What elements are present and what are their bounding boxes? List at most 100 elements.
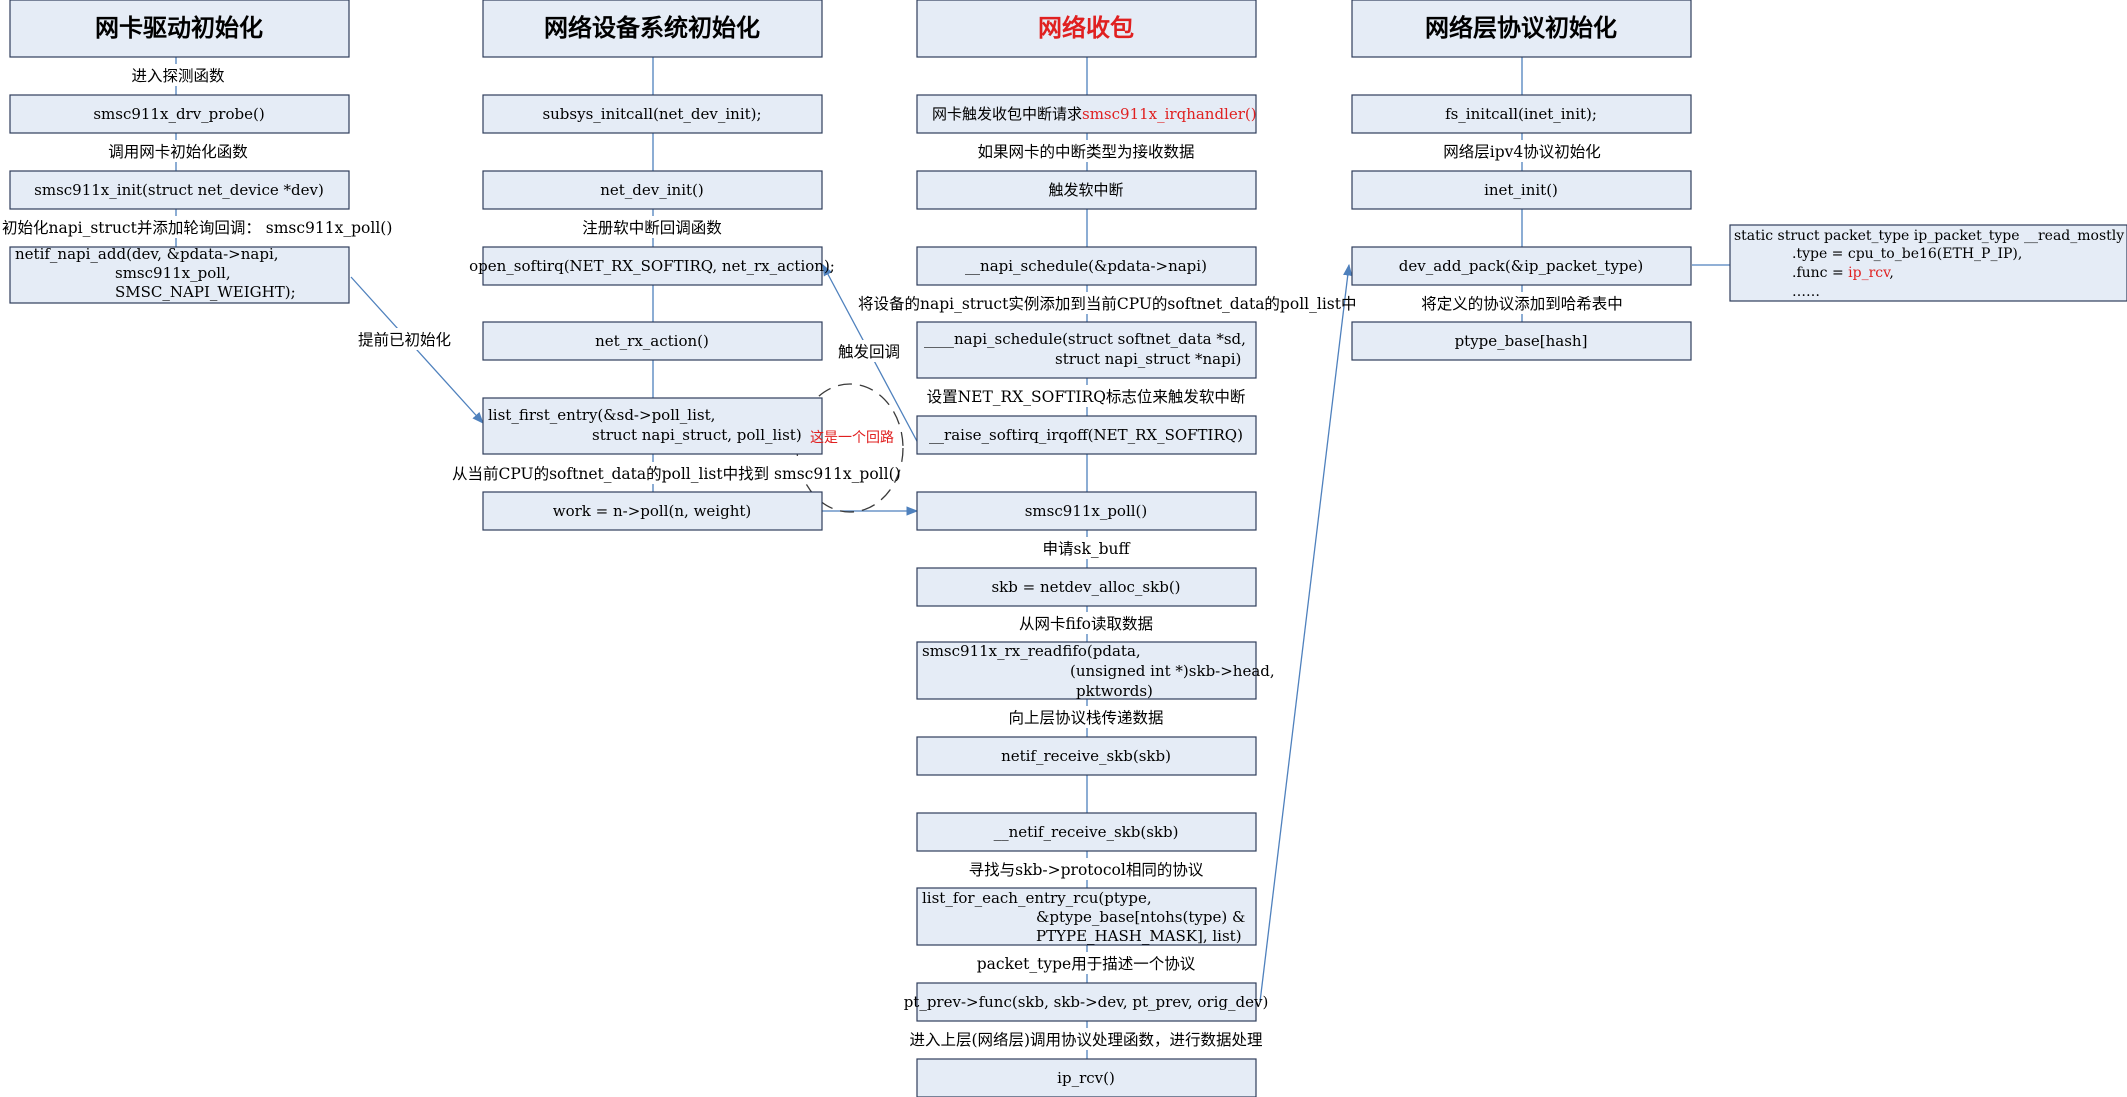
edge-label: 设置NET_RX_SOFTIRQ标志位来触发软中断: [927, 388, 1246, 406]
node-box: [482, 246, 823, 286]
edge-label: 进入上层(网络层)调用协议处理函数，进行数据处理: [909, 1031, 1262, 1049]
edge-label: 申请sk_buff: [1042, 540, 1130, 558]
column-driver-init: 网卡驱动初始化 smsc911x_drv_probe() smsc911x_in…: [2, 0, 392, 304]
node-text: skb = netdev_alloc_skb(): [991, 578, 1180, 596]
note-line: static struct packet_type ip_packet_type…: [1734, 228, 2127, 244]
note-line: .func = ip_rcv,: [1792, 265, 1894, 281]
note-func-prefix: .func =: [1792, 265, 1848, 281]
node-text: ip_rcv(): [1057, 1069, 1115, 1087]
arrow-func-to-dev-add-pack: [1259, 263, 1353, 1003]
node-box: [916, 736, 1257, 776]
node-text: pktwords): [1076, 682, 1153, 700]
node-text: PTYPE_HASH_MASK], list): [1036, 927, 1242, 945]
node-text: pt_prev->func(skb, skb->dev, pt_prev, or…: [904, 993, 1269, 1011]
column-title-box: [916, 0, 1257, 58]
node-box: [916, 887, 1257, 946]
node-text: 网卡触发收包中断请求smsc911x_irqhandler(): [932, 105, 1257, 123]
node-text: __raise_softirq_irqoff(NET_RX_SOFTIRQ): [929, 426, 1243, 444]
note-func-value: ip_rcv: [1848, 265, 1891, 281]
node-text: smsc911x_rx_readfifo(pdata,: [922, 642, 1141, 660]
node-text: (unsigned int *)skb->head,: [1070, 662, 1275, 680]
pre-initialized-label: 提前已初始化: [358, 331, 451, 349]
edge-label: 将定义的协议添加到哈希表中: [1421, 295, 1623, 313]
edge-label: 将设备的napi_struct实例添加到当前CPU的softnet_data的p…: [858, 295, 1356, 313]
annotations: 提前已初始化 触发回调 这是一个回路: [356, 328, 902, 446]
node-text: SMSC_NAPI_WEIGHT);: [115, 283, 296, 301]
node-text: 触发软中断: [1048, 181, 1123, 199]
column-title-box: [482, 0, 823, 58]
edge-label: 如果网卡的中断类型为接收数据: [977, 143, 1194, 161]
edge-label: 初始化napi_struct并添加轮询回调： smsc911x_poll(): [2, 219, 392, 237]
column-title: 网络层协议初始化: [1425, 13, 1617, 42]
node-box: [9, 170, 350, 210]
edge-label: 网络层ipv4协议初始化: [1443, 143, 1601, 161]
node-text: smsc911x_poll,: [115, 264, 231, 282]
node-box: [916, 246, 1257, 286]
node-text: dev_add_pack(&ip_packet_type): [1399, 257, 1644, 275]
node-text: list_first_entry(&sd->poll_list,: [488, 406, 715, 424]
edge-label: 向上层协议栈传递数据: [1008, 709, 1163, 727]
node-text: ____napi_schedule(struct softnet_data *s…: [924, 330, 1246, 348]
column-title-box: [1351, 0, 1692, 58]
column-network-layer-init: 网络层协议初始化 fs_initcall(inet_init); inet_in…: [1351, 0, 1692, 361]
node-box: [482, 170, 823, 210]
note-line: ……: [1792, 284, 1820, 300]
node-text: net_rx_action(): [595, 332, 709, 350]
edge-label: 寻找与skb->protocol相同的协议: [969, 861, 1204, 879]
edge-label: 调用网卡初始化函数: [108, 143, 248, 161]
node-box: [482, 321, 823, 361]
note-func-suffix: ,: [1889, 265, 1893, 281]
node-text: &ptype_base[ntohs(type) &: [1036, 908, 1245, 926]
irq-handler-name: smsc911x_irqhandler(): [1082, 105, 1257, 123]
node-box: [916, 170, 1257, 210]
edge-label: 从网卡fifo读取数据: [1019, 615, 1153, 633]
node-text-prefix: 网卡触发收包中断请求: [932, 105, 1082, 123]
node-box: [916, 567, 1257, 607]
edge-label: 注册软中断回调函数: [582, 219, 722, 237]
node-text: subsys_initcall(net_dev_init);: [542, 105, 761, 123]
node-text: work = n->poll(n, weight): [553, 502, 751, 520]
node-text: net_dev_init(): [600, 181, 704, 199]
node-box: [1351, 94, 1692, 134]
node-box: [916, 491, 1257, 531]
node-box: [482, 491, 823, 531]
node-box: [916, 812, 1257, 852]
node-box: [916, 982, 1257, 1022]
node-box: [1351, 321, 1692, 361]
edge-label: 从当前CPU的softnet_data的poll_list中找到 smsc911…: [452, 465, 901, 483]
node-text: struct napi_struct, poll_list): [592, 426, 802, 444]
column-title: 网络收包: [1038, 13, 1134, 42]
note-box: [1729, 224, 2127, 302]
trigger-callback-label: 触发回调: [838, 343, 900, 361]
node-text: netif_receive_skb(skb): [1001, 747, 1171, 765]
node-box: [9, 94, 350, 134]
node-text: __napi_schedule(&pdata->napi): [965, 257, 1207, 275]
node-box: [482, 94, 823, 134]
node-box: [916, 415, 1257, 455]
node-box: [1351, 170, 1692, 210]
ip-packet-type-note: static struct packet_type ip_packet_type…: [1729, 224, 2127, 302]
node-text: open_softirq(NET_RX_SOFTIRQ, net_rx_acti…: [469, 257, 835, 275]
node-text: smsc911x_poll(): [1025, 502, 1148, 520]
node-box: [916, 641, 1257, 700]
node-text: smsc911x_drv_probe(): [93, 105, 264, 123]
node-text: ptype_base[hash]: [1455, 332, 1588, 350]
edge-label: 进入探测函数: [131, 67, 225, 85]
column-rx-path: 网络收包 网卡触发收包中断请求smsc911x_irqhandler() 触发软…: [858, 0, 1356, 1097]
node-box: [9, 246, 350, 304]
node-box: [916, 94, 1257, 134]
node-box: [482, 397, 823, 455]
node-box: [916, 321, 1257, 379]
node-text: smsc911x_init(struct net_device *dev): [34, 181, 324, 199]
node-box: [916, 1058, 1257, 1097]
note-line: .type = cpu_to_be16(ETH_P_IP),: [1792, 246, 2022, 262]
node-text: struct napi_struct *napi): [1055, 350, 1241, 368]
column-title-box: [9, 0, 350, 58]
node-box: [1351, 246, 1692, 286]
column-title: 网卡驱动初始化: [95, 13, 263, 42]
edge-label: packet_type用于描述一个协议: [977, 955, 1196, 973]
node-text: netif_napi_add(dev, &pdata->napi,: [15, 245, 279, 263]
node-text: fs_initcall(inet_init);: [1445, 105, 1597, 123]
node-text: __netif_receive_skb(skb): [994, 823, 1179, 841]
